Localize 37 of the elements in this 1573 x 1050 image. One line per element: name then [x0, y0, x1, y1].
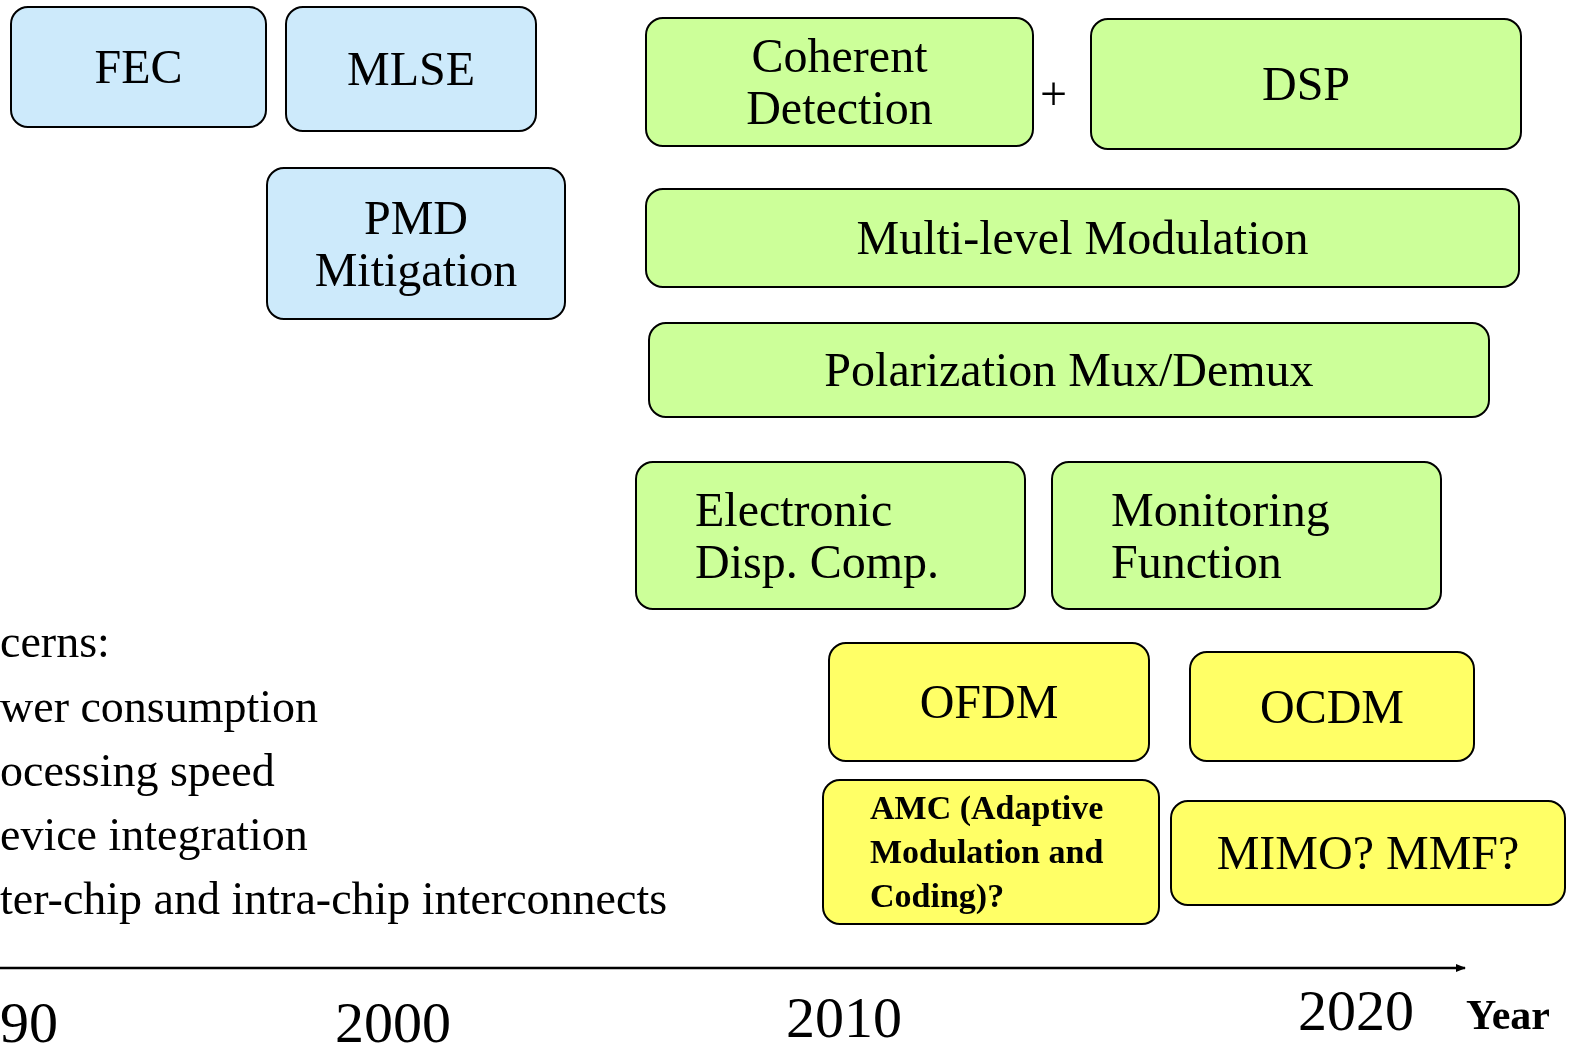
- box-label: Polarization Mux/Demux: [824, 344, 1314, 396]
- box-label: MIMO? MMF?: [1216, 827, 1520, 879]
- year-tick-label: 2000: [335, 992, 451, 1050]
- concern-item: wer consumption: [0, 682, 319, 732]
- timeline-box: [266, 167, 566, 320]
- box-label: Multi-level Modulation: [856, 212, 1309, 264]
- timeline-box: [648, 322, 1490, 418]
- box-label: Electronic Disp. Comp.: [695, 483, 941, 588]
- box-label: Coherent Detection: [745, 30, 934, 134]
- year-tick-label: 2020: [1298, 980, 1414, 1042]
- timeline-box: [645, 188, 1520, 288]
- year-tick-label: 2010: [786, 987, 902, 1049]
- timeline-box: [10, 6, 267, 128]
- timeline-box: [1051, 461, 1442, 610]
- box-label: AMC (Adaptive Modulation and Coding)?: [869, 788, 1105, 916]
- timeline-box: [822, 779, 1160, 925]
- timeline-box: [1170, 800, 1566, 906]
- concern-item: ocessing speed: [0, 746, 275, 796]
- timeline-box: [285, 6, 537, 132]
- year-tick-label: 90: [0, 992, 58, 1050]
- concern-item: ter-chip and intra-chip interconnects: [0, 874, 668, 924]
- timeline-box: [645, 17, 1034, 147]
- timeline-box: [1189, 651, 1475, 762]
- plus-sign: +: [1040, 68, 1068, 120]
- timeline-box: [1090, 18, 1522, 150]
- box-label: Monitoring Function: [1111, 483, 1331, 588]
- axis-title: Year: [1466, 992, 1550, 1038]
- timeline-box: [635, 461, 1026, 610]
- concern-item: evice integration: [0, 810, 308, 860]
- box-label: OFDM: [919, 676, 1059, 728]
- box-label: DSP: [1261, 58, 1351, 110]
- box-label: FEC: [94, 41, 183, 93]
- box-label: MLSE: [347, 43, 475, 95]
- box-label: OCDM: [1260, 680, 1404, 733]
- timeline-box: [828, 642, 1150, 762]
- concerns-heading: cerns:: [0, 617, 110, 667]
- box-label: PMD Mitigation: [313, 191, 519, 296]
